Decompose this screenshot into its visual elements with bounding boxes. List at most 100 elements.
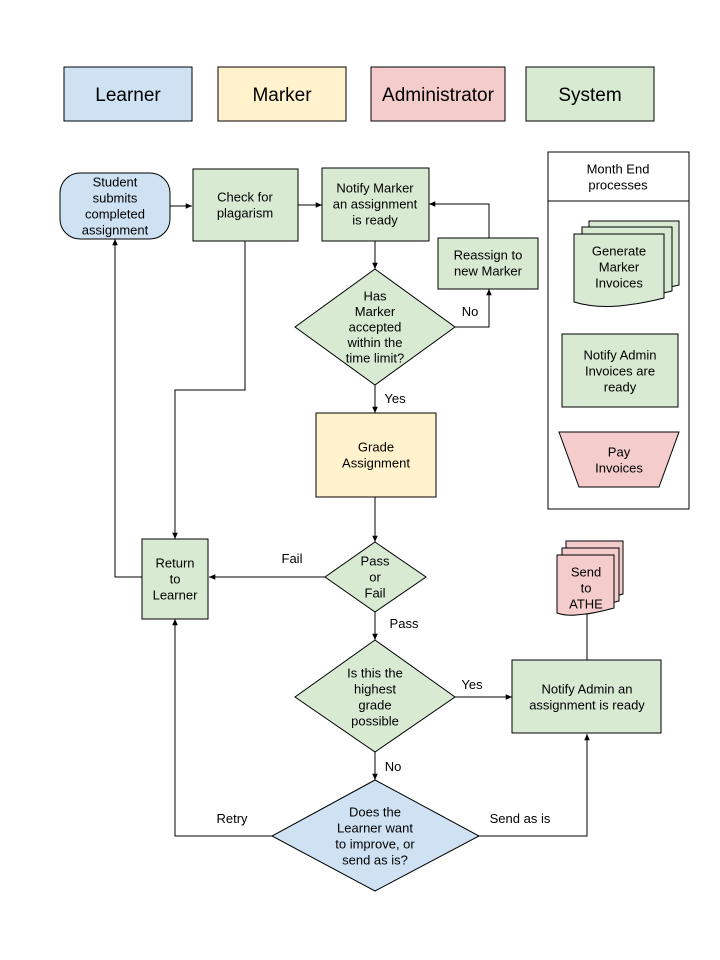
label-line: grade xyxy=(358,698,391,713)
edge-sendasis-to-admin xyxy=(479,734,590,837)
legend: Learner Marker Administrator System xyxy=(63,66,655,122)
label-line: Pass xyxy=(361,554,390,569)
label-line: Generate xyxy=(592,244,646,259)
label-line: Notify Admin an xyxy=(541,682,632,697)
edge-label-highest-no: No xyxy=(385,759,402,774)
label-line: is ready xyxy=(352,213,398,228)
label-line: send as is? xyxy=(342,853,408,868)
legend-learner-label: Learner xyxy=(95,85,161,106)
label-line: Learner want xyxy=(337,821,413,836)
edge-check-to-return xyxy=(172,241,246,539)
label-line: Marker xyxy=(355,304,396,319)
legend-administrator-label: Administrator xyxy=(382,85,495,106)
edges xyxy=(112,201,623,837)
label-line: accepted xyxy=(349,320,402,335)
label-line: Has xyxy=(363,289,387,304)
label-line: Pay xyxy=(608,445,631,460)
legend-administrator: Administrator xyxy=(370,66,506,122)
legend-system: System xyxy=(525,66,655,122)
label-line: Student xyxy=(93,175,138,190)
label-line: Invoices xyxy=(595,276,643,291)
label-line: Invoices xyxy=(595,461,643,476)
edge-return-to-student xyxy=(112,239,142,578)
label-line: Does the xyxy=(349,805,401,820)
label-line: time limit? xyxy=(346,351,405,366)
legend-system-label: System xyxy=(558,85,621,106)
edge-retry-to-return xyxy=(172,619,272,837)
label-line: Send xyxy=(571,565,601,580)
label-line: Fail xyxy=(365,586,386,601)
edge-label-fail: Fail xyxy=(282,551,303,566)
label-line: plagarism xyxy=(217,206,273,221)
label-line: Reassign to xyxy=(454,248,523,263)
edge-decision-no-to-reassign xyxy=(455,289,492,328)
label-line: or xyxy=(369,570,381,585)
label-line: Is this the xyxy=(347,666,403,681)
label-line: Notify Admin xyxy=(584,348,657,363)
label-line: an assignment xyxy=(333,197,418,212)
edge-label-send-as-is: Send as is xyxy=(490,811,551,826)
label-line: to xyxy=(170,572,181,587)
label-line: possible xyxy=(351,714,399,729)
label-line: Notify Marker xyxy=(336,181,414,196)
legend-marker-label: Marker xyxy=(252,85,312,106)
label-line: assignment is ready xyxy=(529,698,645,713)
label-line: assignment xyxy=(82,223,149,238)
edge-label-pass: Pass xyxy=(390,616,419,631)
label-line: Month End xyxy=(587,162,650,177)
label-line: Marker xyxy=(599,260,640,275)
label-line: Learner xyxy=(153,588,198,603)
edge-label-highest-yes: Yes xyxy=(461,677,483,692)
label-line: Return xyxy=(155,556,194,571)
edge-reassign-to-notify xyxy=(429,201,490,238)
label-line: to improve, or xyxy=(335,837,415,852)
label-line: Assignment xyxy=(342,456,410,471)
legend-learner: Learner xyxy=(63,66,193,122)
legend-marker: Marker xyxy=(217,66,347,122)
label-line: new Marker xyxy=(454,264,523,279)
label-line: ATHE xyxy=(569,597,603,612)
label-line: within the xyxy=(347,335,403,350)
label-line: completed xyxy=(85,207,145,222)
label-line: highest xyxy=(354,682,396,697)
label-line: Grade xyxy=(358,440,394,455)
label-line: processes xyxy=(588,178,648,193)
label-line: Check for xyxy=(217,190,273,205)
edge-label-retry: Retry xyxy=(216,811,248,826)
edge-label-no: No xyxy=(462,304,479,319)
edge-labels: No Yes Fail Pass Yes No Retry Send as is xyxy=(216,304,550,826)
label-line: Invoices are xyxy=(585,364,655,379)
